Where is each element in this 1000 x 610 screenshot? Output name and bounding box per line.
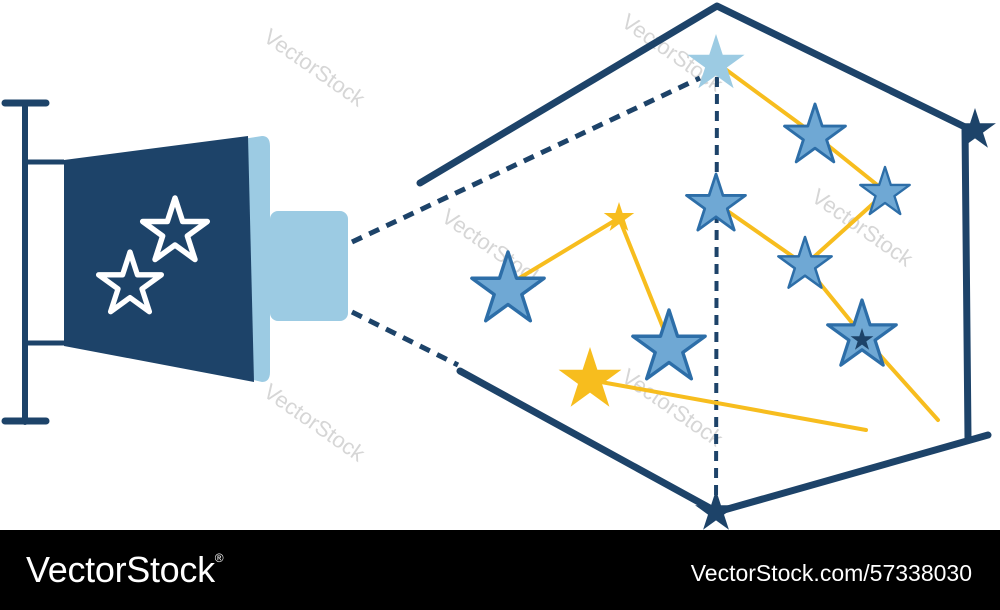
illustration: VectorStock VectorStock VectorStock Vect… [1, 2, 996, 530]
watermark-text: VectorStock [259, 24, 370, 112]
projector-icon [1, 75, 702, 425]
star-icon [633, 310, 705, 379]
star-icon [558, 347, 622, 407]
watermark-text: VectorStock [259, 379, 370, 467]
brand-registered-mark: ® [214, 551, 224, 565]
watermark-text: VectorStock [617, 364, 728, 452]
star-icon [778, 237, 831, 288]
image-id-caption: VectorStock.com/57338030 [690, 560, 972, 586]
constellation-icon [416, 2, 996, 530]
brand-text: VectorStock [26, 549, 215, 590]
brand-logo: VectorStock® [26, 548, 224, 592]
projector-lens [270, 211, 348, 321]
footer-bar: VectorStock® VectorStock.com/57338030 [0, 530, 1000, 610]
